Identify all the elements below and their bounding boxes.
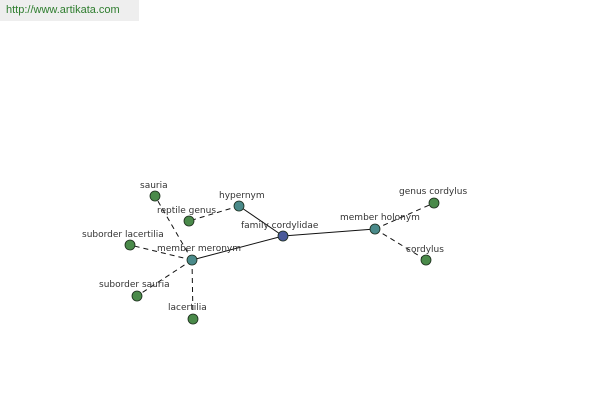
edges-layer: [129, 195, 435, 320]
edge-member-meronym-to-sauria: [154, 195, 193, 261]
node-label-cordylus: cordylus: [406, 245, 444, 255]
node-suborder-sauria[interactable]: suborder sauria: [99, 280, 170, 302]
edge-member-meronym-to-lacertilia: [191, 259, 194, 320]
node-label-sauria: sauria: [140, 181, 168, 191]
node-reptile-genus[interactable]: reptile genus: [157, 206, 216, 227]
edge-family-cordylidae-to-hypernym: [238, 205, 284, 237]
node-member-holonym[interactable]: member holonym: [340, 213, 420, 235]
node-sauria[interactable]: sauria: [140, 181, 168, 202]
edge-member-holonym-to-cordylus: [374, 228, 427, 261]
node-dot-family-cordylidae[interactable]: [277, 230, 289, 242]
node-dot-member-meronym[interactable]: [186, 254, 198, 266]
node-dot-suborder-lacertilia[interactable]: [124, 239, 136, 251]
node-dot-reptile-genus[interactable]: [183, 215, 195, 227]
nodes-layer: family cordylidae hypernym member holonym m…: [82, 181, 467, 325]
url-banner: http://www.artikata.com: [0, 0, 139, 21]
node-label-reptile-genus: reptile genus: [157, 206, 216, 216]
site-url-link[interactable]: http://www.artikata.com: [6, 4, 120, 16]
node-dot-suborder-sauria[interactable]: [131, 290, 143, 302]
node-label-member-holonym: member holonym: [340, 213, 420, 223]
node-family-cordylidae[interactable]: family cordylidae: [241, 221, 319, 242]
edge-member-meronym-to-suborder-lacertilia: [129, 244, 193, 261]
node-suborder-lacertilia[interactable]: suborder lacertilia: [82, 230, 164, 251]
edge-family-cordylidae-to-member-holonym: [282, 228, 376, 237]
node-dot-sauria[interactable]: [149, 190, 161, 202]
node-label-hypernym: hypernym: [219, 191, 265, 201]
node-cordylus[interactable]: cordylus: [406, 245, 444, 266]
edge-member-meronym-to-suborder-sauria: [136, 259, 193, 297]
node-label-genus-cordylus: genus cordylus: [399, 187, 467, 197]
node-label-suborder-sauria: suborder sauria: [99, 280, 170, 290]
node-label-member-meronym: member meronym: [157, 244, 241, 254]
node-genus-cordylus[interactable]: genus cordylus: [399, 187, 467, 209]
node-hypernym[interactable]: hypernym: [219, 191, 265, 212]
node-dot-genus-cordylus[interactable]: [428, 197, 440, 209]
node-lacertilia[interactable]: lacertilia: [168, 303, 207, 325]
node-dot-hypernym[interactable]: [233, 200, 245, 212]
edge-family-cordylidae-to-member-meronym: [191, 235, 284, 261]
node-dot-lacertilia[interactable]: [187, 313, 199, 325]
node-dot-cordylus[interactable]: [420, 254, 432, 266]
node-member-meronym[interactable]: member meronym: [157, 244, 241, 266]
node-label-family-cordylidae: family cordylidae: [241, 221, 319, 231]
node-label-suborder-lacertilia: suborder lacertilia: [82, 230, 164, 240]
node-dot-member-holonym[interactable]: [369, 223, 381, 235]
node-label-lacertilia: lacertilia: [168, 303, 207, 313]
edge-member-holonym-to-genus-cordylus: [374, 202, 435, 230]
